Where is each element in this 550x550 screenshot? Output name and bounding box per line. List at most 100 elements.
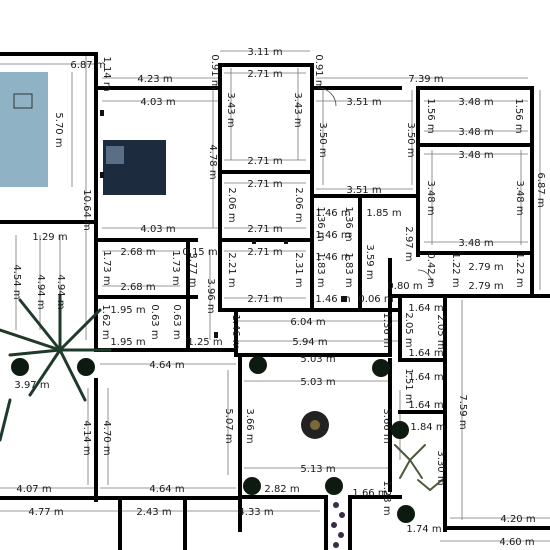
dim-label-v: 7.59 m xyxy=(457,394,468,429)
dim-label-v: 4.78 m xyxy=(207,144,218,179)
dim-label-v: 1.83 m xyxy=(343,252,354,287)
dim-label-h: 1.95 m xyxy=(110,337,145,348)
dim-label-v: 1.56 m xyxy=(425,98,436,133)
dim-label-v: 1.14 m xyxy=(101,56,112,91)
dim-label-v: 0.91 m xyxy=(313,54,324,89)
dim-label-v: 3.50 m xyxy=(317,122,328,157)
dim-label-v: 4.54 m xyxy=(11,264,22,299)
dim-label-h: 5.03 m xyxy=(300,354,335,365)
dim-label-h: 1.29 m xyxy=(32,232,67,243)
walls xyxy=(0,52,550,550)
dim-label-h: 1.64 m xyxy=(408,400,443,411)
dim-label-v: 3.30 m xyxy=(435,450,446,485)
dim-label-h: 3.48 m xyxy=(458,150,493,161)
dim-label-v: 2.21 m xyxy=(226,252,237,287)
flower-bed xyxy=(331,502,345,548)
dim-label-h: 1.25 m xyxy=(187,337,222,348)
dim-label-v: 1.73 m xyxy=(170,250,181,285)
dim-label-h: 2.71 m xyxy=(247,69,282,80)
dim-label-h: 1.66 m xyxy=(352,488,387,499)
dim-label-h: 0.06 m xyxy=(358,294,393,305)
planters xyxy=(11,356,415,523)
dim-label-h: 2.71 m xyxy=(247,224,282,235)
dim-label-v: 2.05 m xyxy=(403,312,414,347)
garden-shrubs xyxy=(394,444,443,491)
fountain-center xyxy=(310,420,320,430)
dim-label-h: 5.13 m xyxy=(300,464,335,475)
dim-label-v: 1.22 m xyxy=(450,252,461,287)
dim-label-h: 2.79 m xyxy=(468,281,503,292)
dim-label-h: 6.87 m xyxy=(70,60,105,71)
dim-label-v: 10.64 m xyxy=(81,189,92,231)
dim-label-h: 2.71 m xyxy=(247,247,282,258)
dim-label-v: 4.70 m xyxy=(101,420,112,455)
dim-label-v: 3.59 m xyxy=(364,244,375,279)
horizontal-dimensions: 3.11 m 6.87 m 4.23 m 2.71 m 7.39 m 4.03 … xyxy=(16,47,535,548)
dim-label-v: 1.36 m xyxy=(315,206,326,241)
dim-label-h: 3.51 m xyxy=(346,185,381,196)
dim-label-h: 4.64 m xyxy=(149,484,184,495)
dim-label-h: 3.11 m xyxy=(247,47,282,58)
dim-label-h: 2.82 m xyxy=(264,484,299,495)
dim-label-v: 1.62 m xyxy=(100,304,111,339)
dim-label-v: 1.46 m xyxy=(230,314,241,349)
dim-label-v: 3.66 m xyxy=(381,408,392,443)
vertical-dimensions: 1.14 m 0.91 m 0.91 m 5.70 m 3.43 m 3.43 … xyxy=(11,54,546,515)
pool-steps xyxy=(13,93,33,109)
dim-label-h: 4.77 m xyxy=(28,507,63,518)
dim-label-v: 4.94 m xyxy=(55,274,66,309)
dim-label-h: 4.03 m xyxy=(140,97,175,108)
dim-label-h: 1.46 m xyxy=(315,252,350,263)
dim-label-h: 5.94 m xyxy=(292,337,327,348)
dim-label-h: 2.43 m xyxy=(136,507,171,518)
dim-label-h: 2.71 m xyxy=(247,179,282,190)
dim-label-v: 0.63 m xyxy=(149,304,160,339)
dim-label-h: 3.51 m xyxy=(346,97,381,108)
dim-label-h: 1.46 m xyxy=(315,294,350,305)
dim-label-h: 2.71 m xyxy=(247,294,282,305)
dim-label-v: 1.23 m xyxy=(381,480,392,515)
dim-label-v: 3.66 m xyxy=(244,408,255,443)
dimension-lines xyxy=(0,50,550,542)
dim-label-h: 1.85 m xyxy=(366,208,401,219)
dim-label-h: 7.39 m xyxy=(408,74,443,85)
dim-label-v: 3.43 m xyxy=(225,92,236,127)
dim-label-h: 4.64 m xyxy=(149,360,184,371)
dim-label-h: 1.64 m xyxy=(408,372,443,383)
dim-label-v: 3.43 m xyxy=(292,92,303,127)
dim-label-v: 2.06 m xyxy=(226,187,237,222)
dim-label-h: 1.64 m xyxy=(408,303,443,314)
dim-label-v: 1.22 m xyxy=(514,252,525,287)
dim-label-h: 4.33 m xyxy=(238,507,273,518)
dim-label-h: 1.74 m xyxy=(406,524,441,535)
dim-label-v: 1.36 m xyxy=(381,312,392,347)
dim-label-v: 1.83 m xyxy=(315,252,326,287)
dim-label-h: 2.79 m xyxy=(468,262,503,273)
dim-label-h: 1.46 m xyxy=(315,230,350,241)
dim-label-h: 6.04 m xyxy=(290,317,325,328)
dim-label-v: 1.73 m xyxy=(101,250,112,285)
dim-label-h: 3.48 m xyxy=(458,127,493,138)
dim-label-v: 2.05 m xyxy=(435,314,446,349)
dim-label-v: 0.63 m xyxy=(171,304,182,339)
dim-label-h: 4.07 m xyxy=(16,484,51,495)
dim-label-v: 2.31 m xyxy=(293,252,304,287)
dim-label-h: 4.03 m xyxy=(140,224,175,235)
dim-label-v: 5.07 m xyxy=(223,408,234,443)
dim-label-v: 1.51 m xyxy=(403,368,414,403)
dim-label-h: 4.20 m xyxy=(500,514,535,525)
dim-label-v: 1.56 m xyxy=(513,98,524,133)
dim-label-h: 5.03 m xyxy=(300,377,335,388)
pool xyxy=(0,72,48,187)
dim-label-v: 3.50 m xyxy=(405,122,416,157)
dim-label-h: 1.46 m xyxy=(315,208,350,219)
dim-label-v: 4.14 m xyxy=(81,420,92,455)
dim-label-h: 1.95 m xyxy=(110,305,145,316)
dim-label-v: 2.06 m xyxy=(293,187,304,222)
dim-label-h: 4.23 m xyxy=(137,74,172,85)
dim-label-v: 6.87 m xyxy=(535,172,546,207)
palm-tree xyxy=(0,293,112,442)
dim-label-v: 3.96 m xyxy=(205,278,216,313)
dim-label-v: 5.70 m xyxy=(53,112,64,147)
